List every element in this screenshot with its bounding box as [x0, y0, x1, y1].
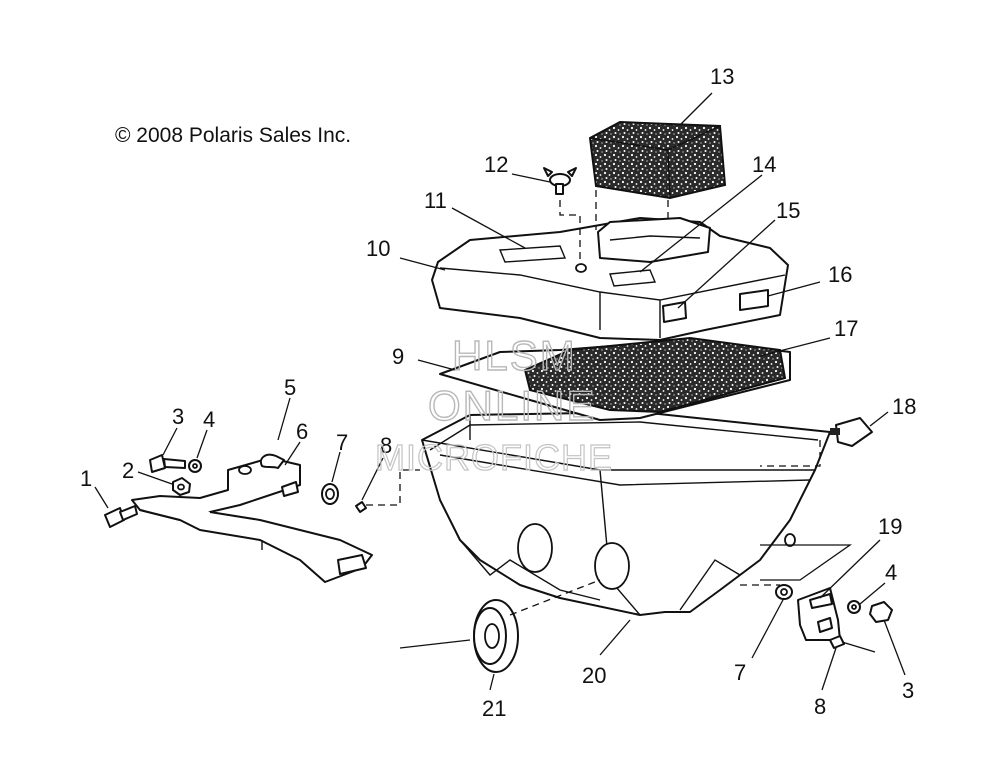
callout-3: 3	[172, 404, 184, 429]
watermark-line3: MICROFICHE	[375, 437, 613, 478]
decal-11	[498, 245, 567, 263]
decal-15	[662, 301, 687, 323]
callout-9: 9	[392, 344, 404, 369]
watermark-line2: ONLINE	[428, 382, 596, 429]
callout-17: 17	[834, 316, 858, 341]
callout-5: 5	[284, 375, 296, 400]
callout-1: 1	[80, 466, 92, 491]
bolt-1	[104, 505, 138, 528]
callout-19: 19	[878, 514, 902, 539]
callout-11: 11	[424, 188, 447, 213]
mount-bracket-6	[131, 457, 373, 583]
callout-3-right: 3	[902, 678, 914, 703]
callout-20: 20	[582, 663, 606, 688]
callout-7: 7	[336, 430, 348, 455]
callout-14: 14	[752, 152, 776, 177]
decal-16	[739, 289, 769, 311]
nut-3-right	[869, 601, 893, 623]
copyright-text: © 2008 Polaris Sales Inc.	[115, 124, 351, 147]
watermark: HLSM ONLINE MICROFICHE	[374, 331, 613, 478]
callout-labels: 1 2 3 4 5 6 7 8 9 10 11 12 13 14 15 16 1…	[80, 64, 916, 721]
screw-8-left	[355, 501, 367, 513]
callout-4: 4	[203, 407, 215, 432]
grommet-7-left	[321, 483, 339, 505]
callout-2: 2	[122, 458, 134, 483]
airbox-lid	[431, 217, 789, 341]
wing-nut-12	[543, 167, 577, 195]
airbox-base	[421, 411, 831, 616]
clip-18	[830, 417, 873, 447]
nut-2	[172, 477, 191, 496]
callout-21: 21	[482, 696, 506, 721]
callout-4-right: 4	[885, 560, 897, 585]
washer-4	[188, 459, 202, 473]
leader-lines	[94, 92, 906, 691]
grommet-7-right	[775, 584, 793, 600]
grommet-21	[473, 599, 519, 673]
callout-8: 8	[380, 433, 392, 458]
screw-8-right	[829, 635, 876, 653]
callout-12: 12	[484, 152, 508, 177]
callout-18: 18	[892, 394, 916, 419]
callout-10: 10	[366, 236, 390, 261]
watermark-line1: HLSM	[452, 332, 577, 379]
foam-filter-17	[523, 336, 787, 414]
bracket-19	[797, 587, 841, 641]
callout-16: 16	[828, 262, 852, 287]
washer-4-right	[847, 600, 861, 614]
prefilter-13	[588, 120, 727, 200]
clip-5	[260, 453, 285, 469]
bolt-3	[149, 454, 186, 473]
callout-6: 6	[296, 419, 308, 444]
callout-8-right: 8	[814, 694, 826, 719]
callout-15: 15	[776, 198, 800, 223]
callout-7-right: 7	[734, 660, 746, 685]
callout-13: 13	[710, 64, 734, 89]
decal-14	[609, 269, 657, 287]
